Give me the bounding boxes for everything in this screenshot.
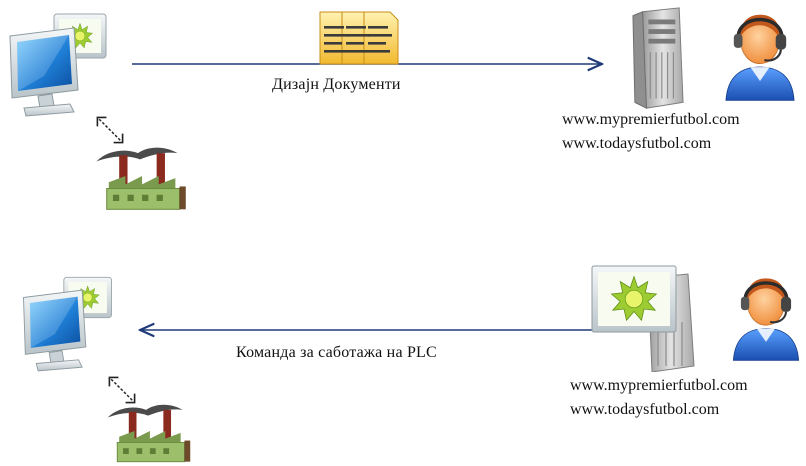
- top-attacker: [714, 6, 806, 102]
- operator-headset-icon: [726, 270, 806, 362]
- bottom-workstation: [18, 270, 128, 380]
- server-dashboard-icon: [586, 262, 716, 372]
- computer-monitor-icon: [18, 270, 128, 380]
- factory-icon: [100, 396, 196, 464]
- bottom-attacker: [726, 270, 806, 362]
- operator-headset-icon: [714, 6, 806, 102]
- domain-item: www.todaysfutbol.com: [570, 401, 720, 418]
- top-server: [628, 6, 688, 112]
- bottom-arrow-label: Команда за саботажа на PLC: [236, 344, 437, 361]
- design-documents-icon-wrap: [316, 8, 406, 68]
- bottom-domain-list: www.mypremierfutbol.com www.todaysfutbol…: [570, 374, 748, 422]
- domain-item: www.mypremierfutbol.com: [562, 111, 740, 128]
- top-domain-list: www.mypremierfutbol.com www.todaysfutbol…: [562, 108, 740, 156]
- top-arrow-label: Дизајн Документи: [272, 76, 401, 93]
- domain-item: www.mypremierfutbol.com: [570, 377, 748, 394]
- bottom-server: [586, 262, 716, 372]
- domain-item: www.todaysfutbol.com: [562, 135, 712, 152]
- server-tower-icon: [628, 6, 688, 112]
- documents-icon: [316, 8, 406, 68]
- bottom-plant: [100, 396, 196, 464]
